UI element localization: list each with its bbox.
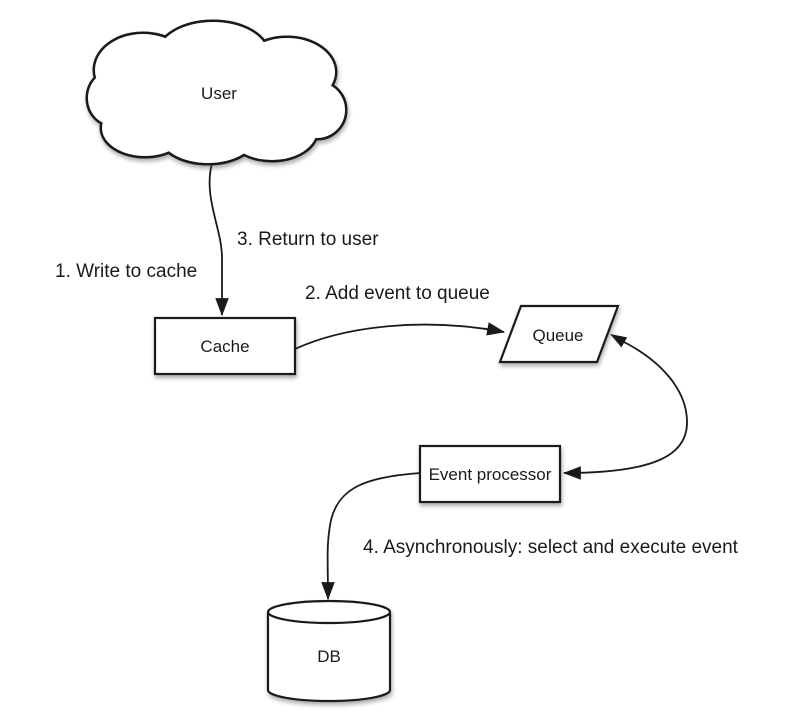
cache-node-box [153,316,297,376]
edge-label-return-to-user: 3. Return to user [237,229,379,250]
cache-node-label: Cache [200,337,249,356]
db-node-cylinder [266,599,392,703]
db-node-label: DB [317,647,341,666]
event-processor-node-label: Event processor [429,465,552,484]
edge-queue-event-processor [562,340,688,480]
queue-node-parallelogram [498,304,620,364]
edge-label-write-to-cache: 1. Write to cache [55,261,197,282]
event-processor-node-box [418,444,562,504]
edge-label-async-execute: 4. Asynchronously: select and execute ev… [363,537,739,558]
arrowhead-into-queue [610,334,628,348]
edge-user-to-cache [208,162,229,317]
queue-node-label: Queue [532,326,583,345]
edge-label-add-event-to-queue: 2. Add event to queue [305,283,490,304]
edge-event-processor-to-db [321,472,421,601]
edge-cache-to-queue [294,322,506,350]
user-cloud-node [85,19,348,166]
user-node-label: User [201,84,237,103]
